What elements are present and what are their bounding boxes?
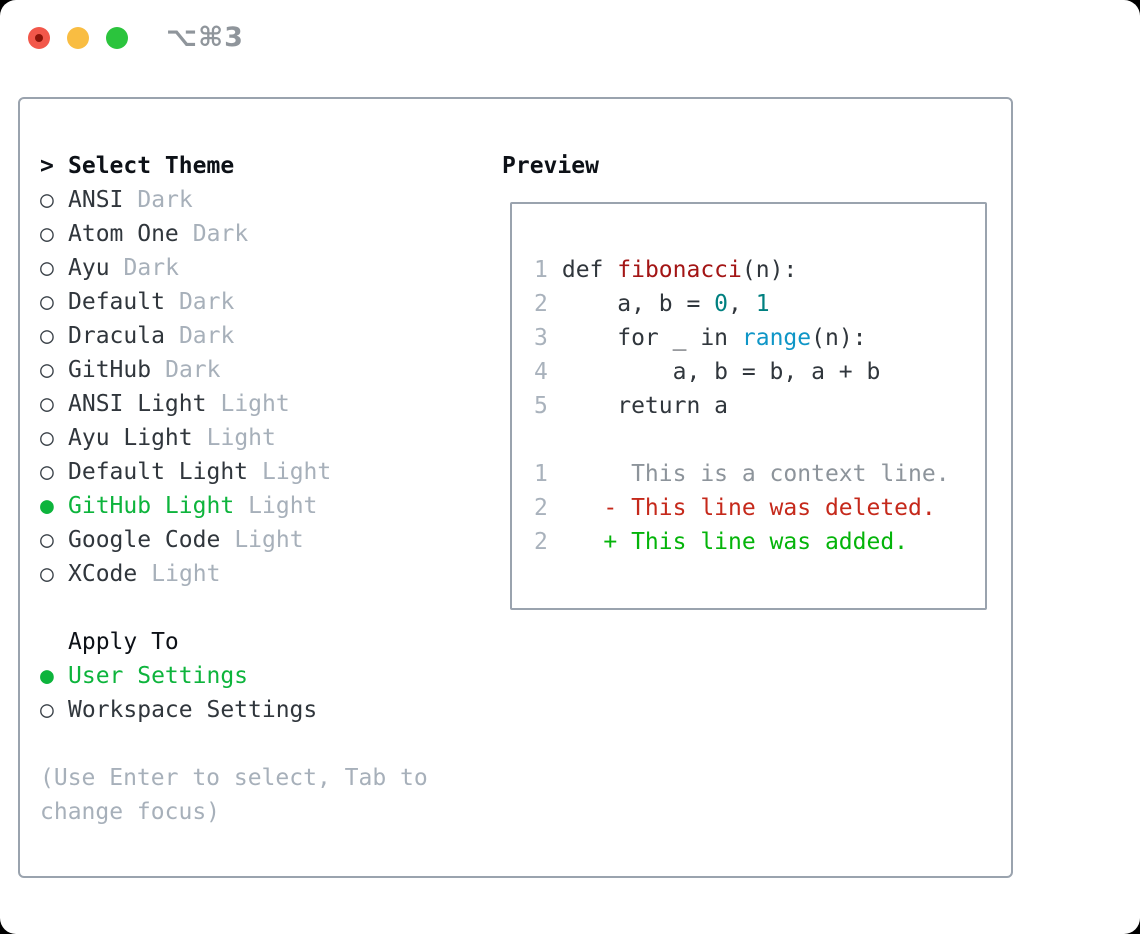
apply-to-list: ● User Settings ○ Workspace Settings <box>40 659 442 727</box>
apply-option-row[interactable]: ○ Workspace Settings <box>40 693 442 727</box>
theme-option-row[interactable]: ○ XCode Light <box>40 557 442 591</box>
apply-option-name: Workspace Settings <box>68 697 318 723</box>
select-theme-header: > Select Theme <box>40 149 442 183</box>
radio-icon: ○ <box>40 357 54 383</box>
code-line-content: def fibonacci(n): <box>548 257 798 283</box>
theme-name: Default Light <box>68 459 249 485</box>
line-number: 5 <box>534 393 548 419</box>
theme-option-row[interactable]: ○ Dracula Dark <box>40 319 442 353</box>
window-title: ⌥⌘3 <box>166 22 244 53</box>
spacer-row <box>40 591 442 625</box>
theme-name: Default <box>68 289 165 315</box>
theme-name: Atom One <box>68 221 179 247</box>
radio-icon: ○ <box>40 697 54 723</box>
code-line: 2 - This line was deleted. <box>534 491 950 525</box>
line-number: 2 <box>534 529 548 555</box>
theme-option-row[interactable]: ○ ANSI Light Light <box>40 387 442 421</box>
theme-name: ANSI Light <box>68 391 207 417</box>
code-line: 2 + This line was added. <box>534 525 950 559</box>
variant-badge: Light <box>220 391 290 417</box>
code-line: 3 for _ in range(n): <box>534 321 950 355</box>
theme-option-row[interactable]: ○ GitHub Dark <box>40 353 442 387</box>
close-button[interactable] <box>28 27 50 49</box>
radio-icon: ○ <box>40 221 54 247</box>
radio-icon: ○ <box>40 561 54 587</box>
line-number: 3 <box>534 325 548 351</box>
preview-title: Preview <box>502 153 599 179</box>
radio-icon: ○ <box>40 425 54 451</box>
theme-name: Ayu <box>68 255 110 281</box>
radio-icon: ○ <box>40 323 54 349</box>
radio-icon: ○ <box>40 459 54 485</box>
radio-icon: ● <box>40 663 54 689</box>
theme-option-row[interactable]: ○ Ayu Dark <box>40 251 442 285</box>
apply-to-header-label: Apply To <box>68 629 179 655</box>
code-line <box>534 423 950 457</box>
line-number: 4 <box>534 359 548 385</box>
variant-badge: Dark <box>192 221 249 247</box>
apply-to-header: Apply To <box>40 625 442 659</box>
line-number: 1 <box>534 257 548 283</box>
line-number: 2 <box>534 291 548 317</box>
hint-text: (Use Enter to select, Tab to change focu… <box>40 765 428 825</box>
code-line-content: for _ in range(n): <box>548 325 867 351</box>
minimize-button[interactable] <box>67 27 89 49</box>
theme-option-row[interactable]: ○ Atom One Dark <box>40 217 442 251</box>
theme-option-row[interactable]: ○ Default Light Light <box>40 455 442 489</box>
code-line-content: - This line was deleted. <box>603 495 936 521</box>
radio-icon: ○ <box>40 255 54 281</box>
code-line-content: This is a context line. <box>548 461 950 487</box>
variant-badge: Light <box>262 459 332 485</box>
radio-icon: ○ <box>40 391 54 417</box>
theme-option-row[interactable]: ○ Google Code Light <box>40 523 442 557</box>
line-number: 2 <box>534 495 548 521</box>
theme-name: Dracula <box>68 323 165 349</box>
radio-icon: ● <box>40 493 54 519</box>
close-dot-icon <box>35 34 43 42</box>
theme-option-row[interactable]: ○ Ayu Light Light <box>40 421 442 455</box>
code-line-content: a, b = 0, 1 <box>548 291 770 317</box>
theme-name: Ayu Light <box>68 425 193 451</box>
theme-name: Google Code <box>68 527 221 553</box>
theme-option-row[interactable]: ● GitHub Light Light <box>40 489 442 523</box>
apply-option-name: User Settings <box>68 663 249 689</box>
variant-badge: Light <box>248 493 318 519</box>
titlebar: ⌥⌘3 <box>0 0 1140 76</box>
theme-name: XCode <box>68 561 138 587</box>
variant-badge: Light <box>206 425 276 451</box>
variant-badge: Dark <box>123 255 179 281</box>
theme-name: GitHub Light <box>68 493 235 519</box>
theme-name: ANSI <box>68 187 124 213</box>
apply-option-row[interactable]: ● User Settings <box>40 659 442 693</box>
theme-option-row[interactable]: ○ ANSI Dark <box>40 183 442 217</box>
code-line-content: + This line was added. <box>603 529 909 555</box>
variant-badge: Light <box>151 561 221 587</box>
variant-badge: Dark <box>165 357 221 383</box>
code-line: 2 a, b = 0, 1 <box>534 287 950 321</box>
code-line: 1 def fibonacci(n): <box>534 253 950 287</box>
select-theme-header-label: Select Theme <box>68 153 235 179</box>
zoom-button[interactable] <box>106 27 128 49</box>
variant-badge: Dark <box>137 187 193 213</box>
variant-badge: Light <box>234 527 304 553</box>
code-line-content: a, b = b, a + b <box>548 359 881 385</box>
code-line: 4 a, b = b, a + b <box>534 355 950 389</box>
code-line: 5 return a <box>534 389 950 423</box>
theme-name: GitHub <box>68 357 152 383</box>
variant-badge: Dark <box>178 323 235 349</box>
radio-icon: ○ <box>40 187 54 213</box>
theme-option-row[interactable]: ○ Default Dark <box>40 285 442 319</box>
variant-badge: Dark <box>178 289 235 315</box>
radio-icon: ○ <box>40 527 54 553</box>
radio-icon: ○ <box>40 289 54 315</box>
code-line: 1 This is a context line. <box>534 457 950 491</box>
cursor-icon: > <box>40 153 54 179</box>
code-line-content: return a <box>548 393 729 419</box>
line-number: 1 <box>534 461 548 487</box>
